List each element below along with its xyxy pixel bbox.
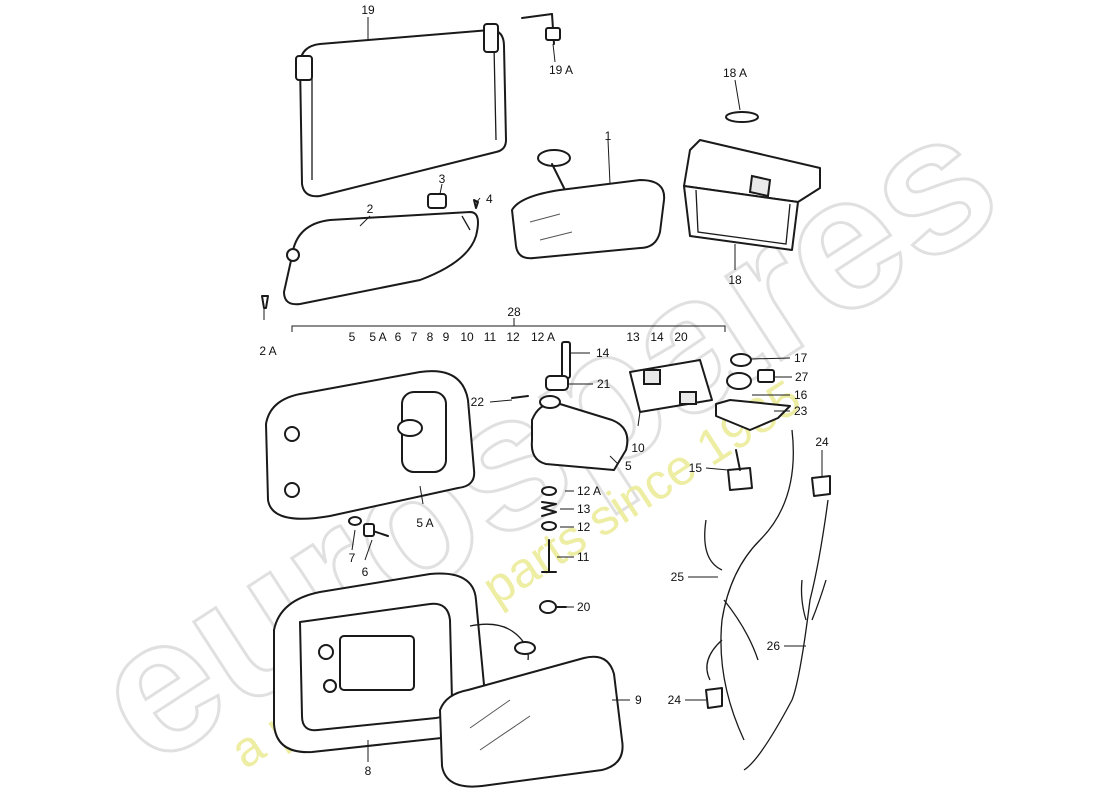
callout-6: 6 xyxy=(362,565,369,579)
callout-20: 20 xyxy=(577,600,591,614)
callout-28: 28 xyxy=(507,305,521,319)
callout-19: 19 xyxy=(361,3,375,17)
bolt-14 xyxy=(561,341,571,379)
callout-27: 27 xyxy=(795,370,809,384)
callout-23: 23 xyxy=(794,404,808,418)
kit-item-14: 14 xyxy=(650,330,664,344)
pin-22 xyxy=(511,395,529,399)
kit-item-13: 13 xyxy=(626,330,640,344)
callout-4: 4 xyxy=(486,192,493,206)
kit-item-20: 20 xyxy=(674,330,688,344)
callout-24-top: 24 xyxy=(815,435,829,449)
mirror-glass xyxy=(439,655,624,788)
kit-item-8: 8 xyxy=(427,330,434,344)
mirror-arm xyxy=(530,395,629,471)
callout-22: 22 xyxy=(471,395,485,409)
washer-12a xyxy=(541,486,557,496)
sun-visor-frame xyxy=(295,23,507,198)
callout-2a: 2 A xyxy=(259,344,276,358)
visor-clip xyxy=(427,193,447,209)
kit-item-11: 11 xyxy=(484,330,497,344)
callout-8: 8 xyxy=(365,764,372,778)
callout-10: 10 xyxy=(631,441,645,455)
bulb xyxy=(725,111,759,123)
wiring-harness-25 xyxy=(704,429,794,741)
kit-28-bracket xyxy=(291,318,726,332)
callout-18a: 18 A xyxy=(723,66,747,80)
nut-12 xyxy=(541,521,557,531)
callout-19a: 19 A xyxy=(549,63,573,77)
kit-item-5a: 5 A xyxy=(369,330,386,344)
bezel-16 xyxy=(726,372,752,390)
callout-26: 26 xyxy=(767,639,781,653)
wiring-harness-26 xyxy=(743,499,829,771)
callout-12: 12 xyxy=(577,520,591,534)
switch-plate xyxy=(629,359,713,413)
callout-18: 18 xyxy=(728,273,742,287)
visor-screw xyxy=(261,295,269,309)
callout-13: 13 xyxy=(577,502,591,516)
callout-17: 17 xyxy=(794,351,808,365)
connector-24-bottom xyxy=(705,687,723,709)
callout-14: 14 xyxy=(596,346,610,360)
callout-21: 21 xyxy=(597,377,611,391)
kit-item-5: 5 xyxy=(349,330,356,344)
spring-13 xyxy=(541,501,557,517)
kit-item-12a: 12 A xyxy=(531,330,555,344)
leader-lines xyxy=(263,17,823,762)
callout-12a: 12 A xyxy=(577,484,601,498)
kit-item-7: 7 xyxy=(411,330,418,344)
callout-15: 15 xyxy=(689,461,703,475)
callout-11: 11 xyxy=(577,550,590,564)
callout-5: 5 xyxy=(625,459,632,473)
callout-25: 25 xyxy=(671,570,685,584)
vanity-lamp-housing xyxy=(683,139,821,251)
callout-16: 16 xyxy=(794,388,808,402)
interior-mirror xyxy=(511,149,666,260)
kit-item-12: 12 xyxy=(506,330,520,344)
callout-3: 3 xyxy=(439,172,446,186)
connector-24-top xyxy=(811,475,831,497)
visor-pin xyxy=(521,13,561,45)
kit-item-6: 6 xyxy=(395,330,402,344)
kit-item-9: 9 xyxy=(443,330,450,344)
bracket-23 xyxy=(715,399,791,431)
exterior-mirror-body xyxy=(273,572,536,754)
mirror-housing xyxy=(265,370,476,520)
callout-5a: 5 A xyxy=(416,516,433,530)
callout-2: 2 xyxy=(367,202,374,216)
clamp-21 xyxy=(545,375,569,391)
toggle-15 xyxy=(727,449,753,491)
knob-17 xyxy=(730,353,752,367)
callout-7: 7 xyxy=(349,551,356,565)
callout-labels: 19 19 A 18 A 1 3 4 2 18 2 A 28 5 5 A 6 7… xyxy=(259,3,829,778)
callout-1: 1 xyxy=(605,129,612,143)
switch-27 xyxy=(757,369,775,383)
sun-visor xyxy=(283,211,479,306)
screw-20 xyxy=(539,600,567,614)
bolt-11 xyxy=(541,539,557,573)
kit-item-10: 10 xyxy=(460,330,474,344)
callout-24-bottom: 24 xyxy=(668,693,682,707)
callout-9: 9 xyxy=(635,693,642,707)
screw-washer xyxy=(348,516,389,537)
